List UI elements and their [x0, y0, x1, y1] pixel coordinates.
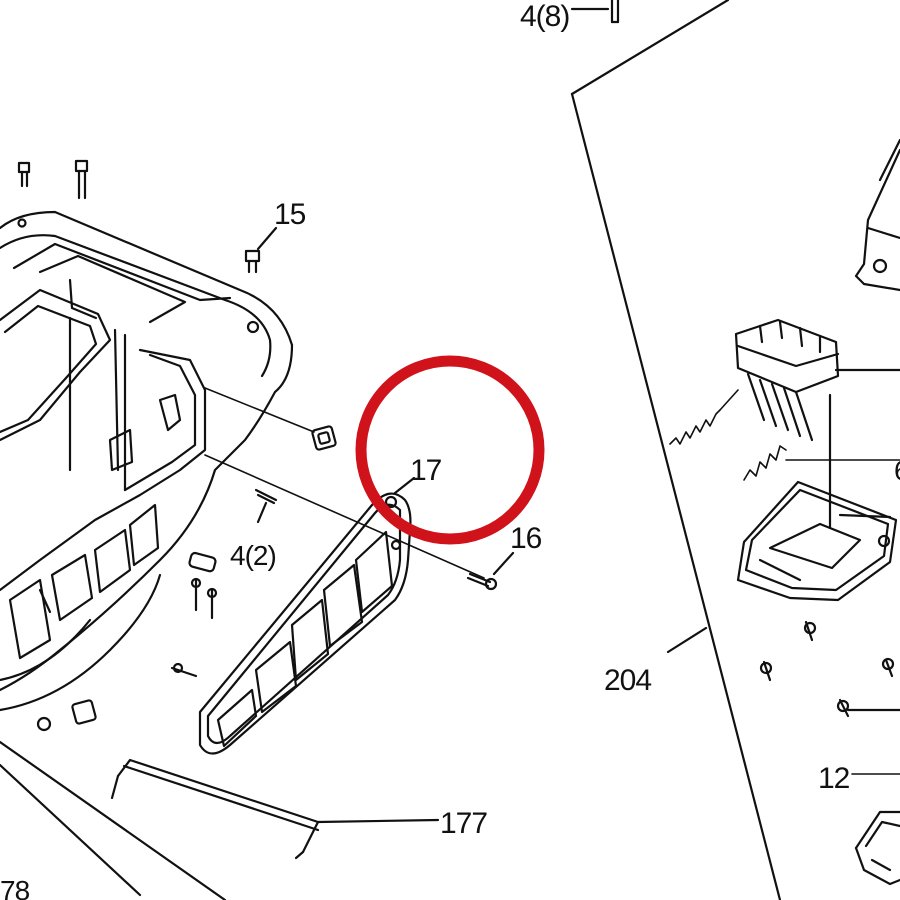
switch-assembly — [734, 318, 900, 530]
screw-top-left-2 — [74, 159, 89, 200]
part-label-12: 12 — [818, 762, 850, 795]
screw-part-4-8 — [570, 0, 620, 24]
main-housing — [0, 210, 294, 712]
part-label-204: 204 — [604, 664, 651, 697]
screw-top-left-1 — [17, 161, 31, 188]
part-label-15: 15 — [274, 198, 306, 231]
part-label-177: 177 — [440, 807, 487, 840]
bottom-right-block — [854, 810, 900, 886]
spring-2 — [743, 445, 900, 481]
screws-right — [759, 620, 900, 718]
frame-lines-bottom-left — [0, 740, 227, 900]
small-fasteners — [36, 551, 218, 732]
part-label-6: 6 — [894, 455, 900, 486]
spring-1 — [669, 389, 739, 445]
screw-part-16 — [466, 551, 515, 591]
panel-part-17 — [198, 476, 416, 755]
part-label-78: 78 — [0, 875, 30, 900]
screw-part-4-2 — [254, 488, 278, 524]
highlight-circle — [355, 355, 545, 545]
leader-washer — [204, 387, 315, 433]
base-plate — [736, 480, 898, 602]
leader-screw-16 — [204, 454, 485, 579]
part-label-17: 17 — [410, 454, 442, 487]
rail-part-177 — [110, 758, 440, 860]
screw-part-15 — [244, 226, 278, 274]
part-label-4-8: 4(8) — [520, 0, 569, 33]
part-label-16: 16 — [510, 522, 542, 555]
right-panel-204 — [570, 0, 782, 900]
washer-part — [311, 425, 337, 451]
part-label-4-2: 4(2) — [230, 540, 276, 571]
bracket-top-right — [854, 138, 900, 292]
